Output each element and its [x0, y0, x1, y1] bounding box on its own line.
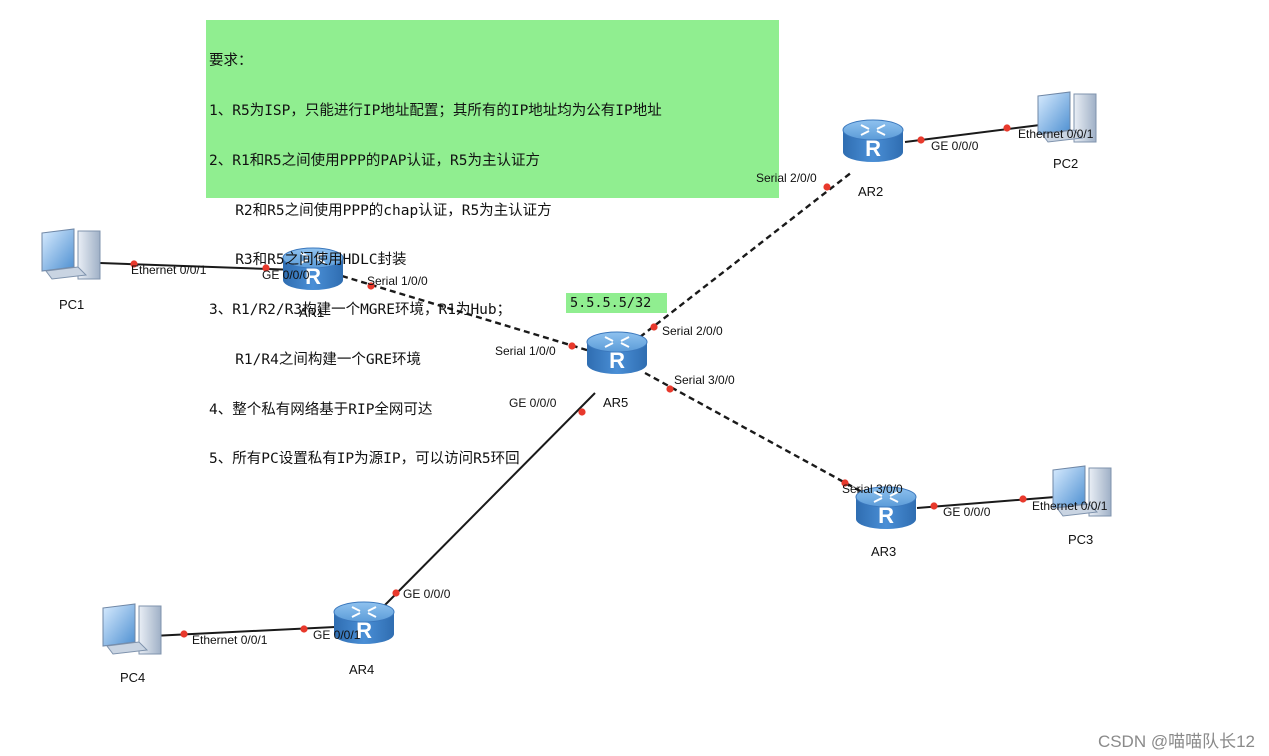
port-dot: [1019, 495, 1027, 503]
ar2-name: AR2: [858, 184, 884, 199]
ar3-name: AR3: [871, 544, 897, 559]
requirement-line: 1、R5为ISP，只能进行IP地址配置；其所有的IP地址均为公有IP地址: [209, 102, 662, 119]
interface-label: Ethernet 0/0/1: [192, 633, 268, 647]
router-glyph: R: [609, 348, 625, 373]
interface-label: GE 0/0/1: [313, 628, 361, 642]
port-dots: [130, 124, 1027, 638]
interface-label: GE 0/0/0: [262, 268, 310, 282]
interface-label: Serial 2/0/0: [662, 324, 723, 338]
watermark: CSDN @喵喵队长12: [1097, 732, 1255, 751]
interface-label: Ethernet 0/0/1: [131, 263, 207, 277]
link-ar5-ar4: [381, 392, 596, 609]
router-ar4-icon[interactable]: R: [333, 601, 395, 644]
ar5-name: AR5: [603, 395, 629, 410]
requirement-line: 5、所有PC设置私有IP为源IP，可以访问R5环回: [209, 451, 520, 468]
router-glyph: R: [356, 618, 372, 643]
loopback-address-label: 5.5.5.5/32: [566, 293, 667, 313]
port-dot: [367, 282, 375, 290]
link-ar3-pc3: [916, 496, 1056, 509]
ar4-name: AR4: [349, 662, 375, 677]
router-ar3-icon[interactable]: R: [855, 486, 917, 529]
requirement-line: 3、R1/R2/R3构建一个MGRE环境，R1为Hub；: [209, 302, 512, 319]
router-ar5-icon[interactable]: R: [586, 331, 648, 374]
interface-label: GE 0/0/0: [931, 139, 979, 153]
interface-label: GE 0/0/0: [403, 587, 451, 601]
interface-label: GE 0/0/0: [943, 505, 991, 519]
serial-links: [341, 171, 863, 494]
port-dot: [300, 625, 308, 633]
pc3-icon[interactable]: [1052, 465, 1112, 517]
link-ar1-ar5: [341, 274, 591, 353]
router-glyph: R: [865, 136, 881, 161]
port-dot: [930, 502, 938, 510]
router-ar1-icon[interactable]: R: [282, 247, 344, 290]
requirement-line: R1/R4之间构建一个GRE环境: [209, 351, 422, 368]
port-dot: [917, 136, 925, 144]
pc3-name: PC3: [1068, 532, 1094, 547]
interface-label: Serial 1/0/0: [495, 344, 556, 358]
port-dot: [180, 630, 188, 638]
router-glyph: R: [305, 264, 321, 289]
pc2-name: PC2: [1053, 156, 1079, 171]
port-dot: [823, 183, 831, 191]
port-dot: [130, 260, 138, 268]
pc1-name: PC1: [59, 297, 85, 312]
requirement-line: 要求：: [209, 53, 253, 70]
port-dot: [392, 589, 400, 597]
interface-label: Serial 1/0/0: [367, 274, 428, 288]
interface-label: Serial 3/0/0: [842, 482, 903, 496]
requirement-line: 2、R1和R5之间使用PPP的PAP认证，R5为主认证方: [209, 152, 540, 169]
interface-label: Ethernet 0/0/1: [1032, 499, 1108, 513]
link-ar2-pc2: [904, 124, 1041, 143]
requirement-line: R2和R5之间使用PPP的chap认证，R5为主认证方: [209, 202, 552, 219]
requirements-note: 要求： 1、R5为ISP，只能进行IP地址配置；其所有的IP地址均为公有IP地址…: [206, 20, 779, 467]
port-dot: [262, 264, 270, 272]
interface-label: Serial 2/0/0: [756, 171, 817, 185]
pc4-name: PC4: [120, 670, 146, 685]
interface-label: Ethernet 0/0/1: [1018, 127, 1094, 141]
link-ar5-ar2: [639, 171, 853, 338]
port-dot: [650, 323, 658, 331]
ar1-name: AR1: [299, 305, 325, 320]
port-dot: [578, 408, 586, 416]
link-ar5-ar3: [644, 371, 863, 494]
port-dot: [666, 385, 674, 393]
requirement-line: 4、整个私有网络基于RIP全网可达: [209, 401, 433, 418]
port-dot: [1003, 124, 1011, 132]
requirement-line: R3和R5之间使用HDLC封装: [209, 252, 407, 269]
interface-label: Serial 3/0/0: [674, 373, 735, 387]
port-dot: [568, 342, 576, 350]
port-dot: [841, 479, 849, 487]
pc4-icon[interactable]: [102, 603, 162, 655]
router-ar2-icon[interactable]: R: [842, 119, 904, 162]
router-glyph: R: [878, 503, 894, 528]
pc1-icon[interactable]: [41, 228, 101, 280]
pc2-icon[interactable]: [1037, 91, 1097, 143]
interface-label: GE 0/0/0: [509, 396, 557, 410]
